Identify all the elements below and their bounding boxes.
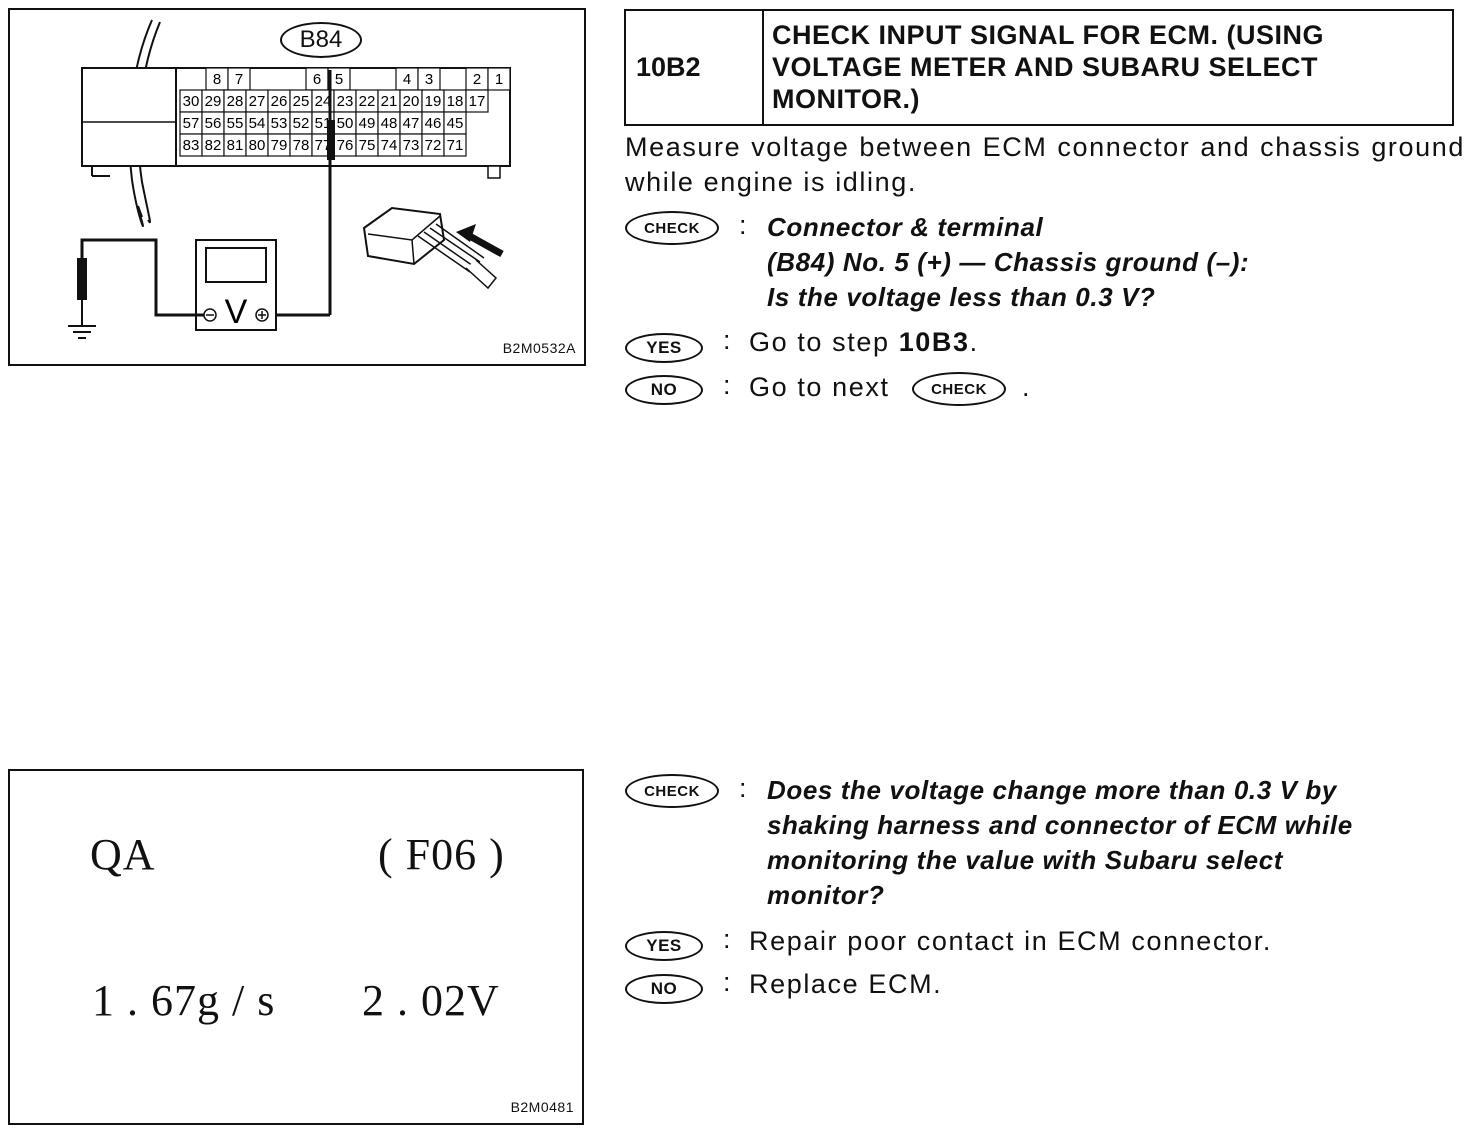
- connector-sketch-icon: [362, 206, 504, 290]
- pin-number: 24: [315, 93, 332, 110]
- pin-number: 3: [425, 71, 433, 88]
- pin-number: 5: [335, 71, 343, 88]
- pin-number: 26: [271, 93, 288, 110]
- check-line: monitoring the value with Subaru select: [767, 845, 1284, 875]
- pin-number: 47: [403, 115, 420, 132]
- intro-text: Measure voltage between ECM connector an…: [625, 132, 1465, 197]
- pin-number: 72: [425, 137, 442, 154]
- pin-number: 22: [359, 93, 376, 110]
- pin-number: 82: [205, 137, 222, 154]
- check-question: Connector & terminal (B84) No. 5 (+) — C…: [767, 210, 1457, 315]
- pin-number: 1: [495, 71, 503, 88]
- pin-number: 55: [227, 115, 244, 132]
- pin-number: 54: [249, 115, 266, 132]
- pin-number: 17: [469, 93, 486, 110]
- pin-number: 4: [403, 71, 411, 88]
- select-monitor-figure: QA ( F06 ) 1 . 67g / s 2 . 02V B2M0481: [8, 769, 584, 1125]
- check-line: Does the voltage change more than 0.3 V …: [767, 775, 1337, 805]
- check-line: monitor?: [767, 880, 885, 910]
- no-answer-text: Go to next: [749, 372, 890, 402]
- pin-number: 29: [205, 93, 222, 110]
- check-line: Is the voltage less than 0.3 V?: [767, 282, 1156, 312]
- check-line: (B84) No. 5 (+) — Chassis ground (–):: [767, 247, 1250, 277]
- pin-number: 8: [213, 71, 221, 88]
- pin-number: 27: [249, 93, 266, 110]
- pin-number: 78: [293, 137, 310, 154]
- yes-answer: Repair poor contact in ECM connector.: [749, 926, 1272, 956]
- pin-number: 48: [381, 115, 398, 132]
- pin-number: 21: [381, 93, 398, 110]
- pin-number: 45: [447, 115, 464, 132]
- connector-label: B84: [280, 22, 362, 58]
- yes-badge: YES: [625, 333, 703, 363]
- check-badge-inline: CHECK: [912, 372, 1006, 406]
- pin-number: 46: [425, 115, 442, 132]
- pin-number: 56: [205, 115, 222, 132]
- check-badge: CHECK: [625, 774, 719, 808]
- figure-code: B2M0481: [510, 1099, 574, 1115]
- pin-number: 20: [403, 93, 420, 110]
- colon: :: [723, 325, 731, 355]
- pin-number: 49: [359, 115, 376, 132]
- pin-number: 83: [183, 137, 200, 154]
- yes-answer: Go to step 10B3.: [749, 327, 979, 357]
- pin-number: 25: [293, 93, 310, 110]
- check-question: Does the voltage change more than 0.3 V …: [767, 773, 1467, 913]
- pin-number: 6: [313, 71, 321, 88]
- pin-number: 76: [337, 137, 354, 154]
- meter-symbol: V: [225, 293, 248, 331]
- colon: :: [723, 924, 731, 954]
- pin-number: 2: [473, 71, 481, 88]
- pin-number: 30: [183, 93, 200, 110]
- pin-number: 53: [271, 115, 288, 132]
- step-id: 10B2: [626, 11, 764, 124]
- pin-cell: [465, 89, 489, 113]
- pin-number: 7: [235, 71, 243, 88]
- no-badge: NO: [625, 375, 703, 405]
- check-line: shaking harness and connector of ECM whi…: [767, 810, 1353, 840]
- pin-cell: [443, 133, 467, 157]
- pin-number: 23: [337, 93, 354, 110]
- check-line: Connector & terminal: [767, 212, 1044, 242]
- figure-code: B2M0532A: [502, 340, 576, 356]
- monitor-code-field: ( F06 ): [378, 830, 505, 879]
- step-header: 10B2 CHECK INPUT SIGNAL FOR ECM. (USING …: [624, 9, 1454, 126]
- no-answer-suffix: .: [1022, 372, 1032, 402]
- pin-number: 28: [227, 93, 244, 110]
- pin-number: 19: [425, 93, 442, 110]
- pin-number: 79: [271, 137, 288, 154]
- monitor-value-airflow: 1 . 67g / s: [92, 976, 276, 1025]
- monitor-param: QA: [90, 830, 156, 879]
- colon: :: [723, 370, 731, 400]
- no-answer: Replace ECM.: [749, 969, 943, 999]
- pin-number: 74: [381, 137, 398, 154]
- pin-number: 80: [249, 137, 266, 154]
- pin-number: 81: [227, 137, 244, 154]
- pin-cell: [487, 67, 511, 91]
- pin-number: 71: [447, 137, 464, 154]
- pin-number: 18: [447, 93, 464, 110]
- pin-number: 50: [337, 115, 354, 132]
- pin-number: 75: [359, 137, 376, 154]
- pin-number: 57: [183, 115, 200, 132]
- colon: :: [739, 773, 747, 803]
- pin-number: 52: [293, 115, 310, 132]
- no-badge: NO: [625, 974, 703, 1004]
- yes-badge: YES: [625, 931, 703, 961]
- step-link[interactable]: 10B3: [898, 327, 970, 357]
- monitor-value-voltage: 2 . 02V: [362, 976, 500, 1025]
- pin-number: 73: [403, 137, 420, 154]
- colon: :: [739, 210, 747, 240]
- step-title: CHECK INPUT SIGNAL FOR ECM. (USING VOLTA…: [772, 20, 1325, 114]
- colon: :: [723, 967, 731, 997]
- check-badge: CHECK: [625, 211, 719, 245]
